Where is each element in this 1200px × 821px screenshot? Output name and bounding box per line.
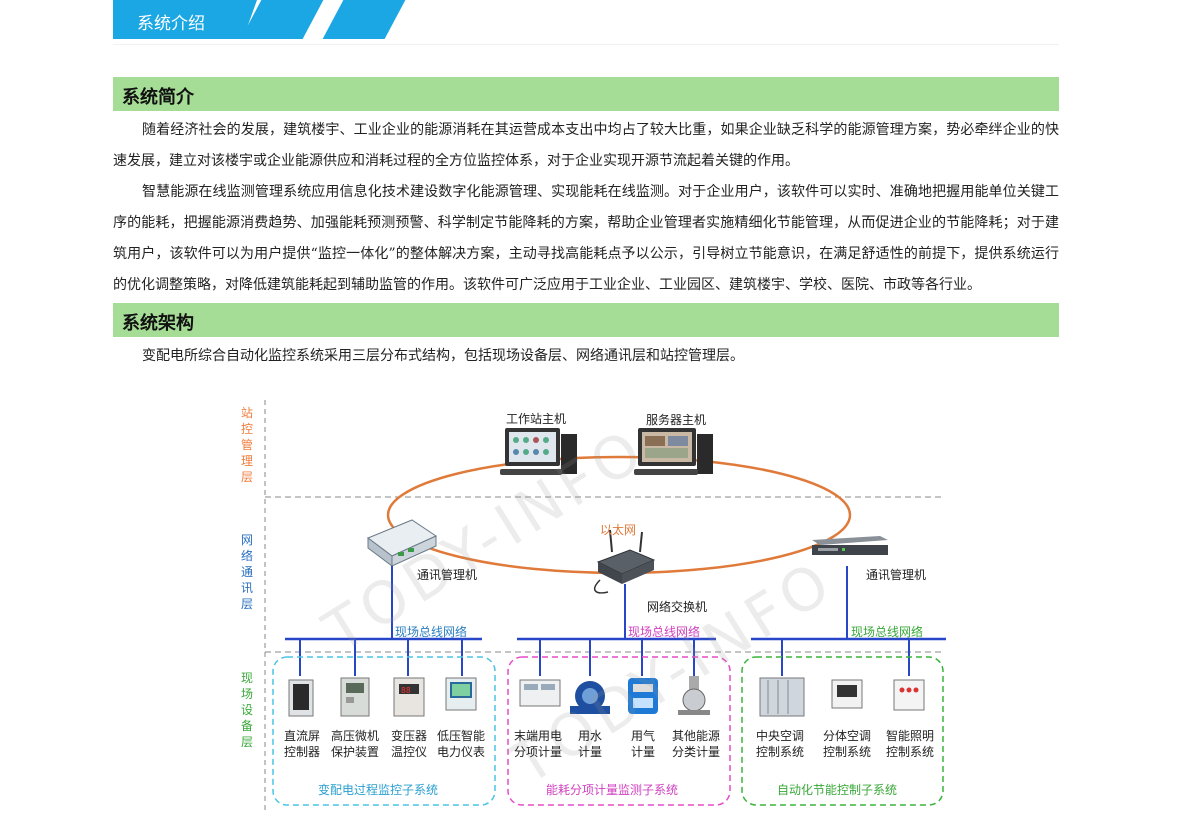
subsystem-label-substation: 变配电过程监控子系统 — [318, 783, 439, 797]
fieldbus-mid-label: 现场总线网络 — [628, 625, 701, 639]
hv-protection-device-icon — [340, 677, 370, 717]
architecture-paragraph: 变配电所综合自动化监控系统采用三层分布式结构，包括现场设备层、网络通讯层和站控管… — [142, 348, 744, 364]
server-label: 服务器主机 — [646, 413, 707, 427]
network-switch-label: 网络交换机 — [647, 600, 708, 614]
device-label: 中央空调控制系统 — [755, 729, 804, 759]
tab-label: 系统介绍 — [137, 14, 205, 34]
layer-label-network: 网络通讯层 — [240, 533, 253, 611]
comm-manager-left-icon — [366, 519, 438, 567]
lv-power-meter-icon — [445, 677, 477, 711]
dc-panel-controller-icon — [288, 679, 314, 717]
fieldbus-right-label: 现场总线网络 — [851, 625, 924, 639]
group-box-control — [741, 656, 944, 806]
device-label: 直流屏控制器 — [283, 729, 320, 759]
section-title: 系统架构 — [122, 313, 194, 334]
tab-intro[interactable]: 系统介绍 — [113, 0, 257, 39]
electric-meter-icon — [519, 679, 561, 707]
split-ac-controller-icon — [831, 679, 863, 709]
diagram-graphics: 88 — [264, 400, 946, 810]
architecture-diagram: 88 TODY-INFO TODY-INFO 站控管理层 网络通讯层 现场设备层… — [0, 380, 1200, 821]
layer-label-station: 站控管理层 — [240, 406, 253, 484]
workstation-label: 工作站主机 — [506, 412, 567, 426]
tab-stripe-decoration — [322, 0, 406, 39]
svg-text:88: 88 — [401, 686, 411, 695]
subsystem-label-control: 自动化节能控制子系统 — [777, 783, 898, 797]
device-label: 变压器温控仪 — [390, 729, 427, 759]
transformer-temp-controller-icon: 88 — [393, 677, 425, 717]
comm-manager-right-label: 通讯管理机 — [866, 568, 927, 582]
network-switch-icon — [593, 529, 656, 594]
fieldbus-left-label: 现场总线网络 — [395, 625, 468, 639]
device-label: 用水计量 — [577, 729, 602, 759]
divider — [113, 44, 1059, 45]
workstation-icon — [500, 428, 577, 475]
layer-label-field: 现场设备层 — [240, 671, 253, 749]
intro-paragraph-2: 智慧能源在线监测管理系统应用信息化技术建设数字化能源管理、实现能耗在线监测。对于… — [113, 184, 1059, 293]
ethernet-label: 以太网 — [600, 523, 637, 537]
device-label: 高压微机保护装置 — [330, 729, 379, 759]
subsystem-label-metering: 能耗分项计量监测子系统 — [546, 783, 679, 797]
device-label: 其他能源分类计量 — [671, 729, 720, 759]
central-ac-unit-icon — [759, 677, 805, 717]
device-label: 分体空调控制系统 — [822, 729, 871, 759]
device-label: 智能照明控制系统 — [885, 729, 934, 759]
gas-meter-icon — [628, 678, 658, 714]
group-box-substation — [272, 656, 496, 806]
lighting-controller-icon — [893, 679, 925, 711]
intro-paragraph-1: 随着经济社会的发展，建筑楼宇、工业企业的能源消耗在其运营成本支出中均占了较大比重… — [113, 122, 1059, 169]
device-label: 低压智能电力仪表 — [436, 729, 485, 759]
energy-flowmeter-icon — [678, 676, 710, 715]
server-icon — [634, 428, 713, 475]
group-box-metering — [507, 656, 731, 806]
section-title: 系统简介 — [122, 87, 194, 108]
section-heading-intro: 系统简介 — [113, 77, 1059, 111]
tab-header: 系统介绍 — [113, 0, 413, 39]
comm-manager-right-icon — [812, 536, 888, 555]
comm-manager-left-label: 通讯管理机 — [417, 568, 478, 582]
water-meter-icon — [570, 681, 610, 714]
device-label: 末端用电分项计量 — [513, 729, 562, 759]
section-heading-architecture: 系统架构 — [113, 303, 1059, 337]
device-label: 用气计量 — [630, 729, 655, 759]
